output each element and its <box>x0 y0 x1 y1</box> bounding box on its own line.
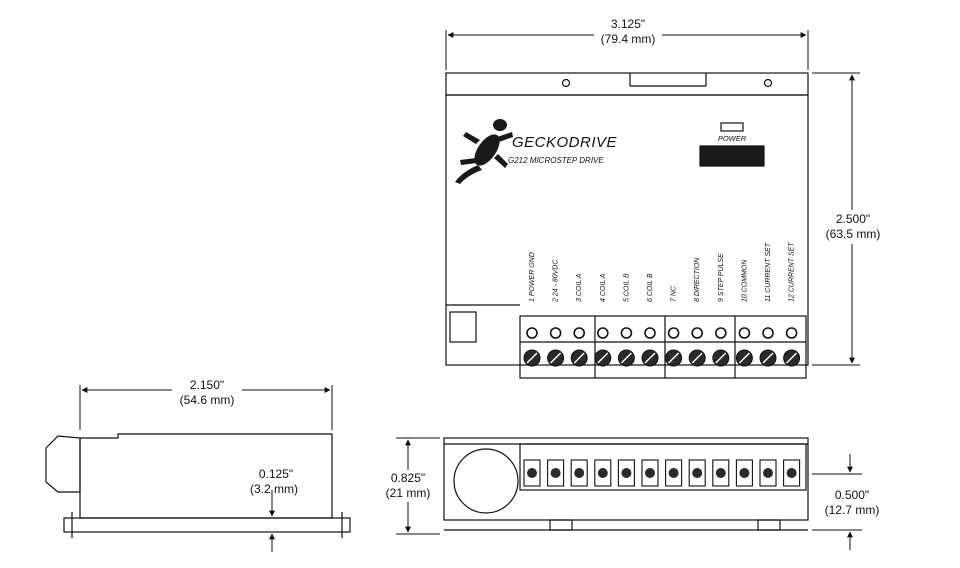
power-label: POWER <box>718 134 747 143</box>
screw-slot <box>644 352 656 364</box>
terminal-label: 7 NC <box>671 285 678 302</box>
front-terminal-slot <box>665 459 683 487</box>
terminal-label: 9 STEP PULSE <box>718 253 725 302</box>
side-base-plate <box>63 517 351 533</box>
front-view <box>443 437 809 531</box>
terminal-screw-icon <box>715 468 726 478</box>
terminal-screw-icon <box>573 327 586 339</box>
terminal-label: 10 COMMON <box>741 259 748 302</box>
model-name: G212 MICROSTEP DRIVE <box>508 156 604 165</box>
width-mm: (79.4 mm) <box>601 32 656 46</box>
terminal-label: 4 COIL A <box>600 273 607 302</box>
front-height-inches: 0.825" <box>391 471 425 485</box>
side-length-mm: (54.6 mm) <box>180 393 235 407</box>
terminal-height-mm: (12.7 mm) <box>825 503 880 517</box>
terminal-screw-icon <box>786 468 797 478</box>
screw-slot <box>691 352 703 364</box>
terminal-screw-icon <box>596 327 609 339</box>
front-terminal-slot <box>523 459 541 487</box>
terminal-screw-icon <box>645 468 655 478</box>
drive-body <box>445 94 809 366</box>
screw-slot <box>620 352 632 364</box>
screw-slot <box>668 352 680 364</box>
terminal-screw-icon <box>763 468 773 478</box>
terminal-screw-icon <box>549 327 562 339</box>
front-terminal-slot <box>570 459 588 487</box>
front-terminal-slot <box>617 459 635 487</box>
terminal-screw-icon <box>526 327 538 339</box>
screw-slot <box>573 352 585 364</box>
terminal-screw-icon <box>550 468 561 478</box>
screw-slot <box>738 352 750 364</box>
power-led-window <box>699 145 765 167</box>
screw-slot <box>550 352 562 364</box>
width-inches: 3.125" <box>611 17 645 31</box>
front-terminal-block <box>519 443 807 491</box>
base-thickness-inches: 0.125" <box>259 467 293 481</box>
screw-slot <box>786 352 798 364</box>
front-terminal-slot <box>547 459 565 487</box>
terminal-screw-icon <box>714 327 727 339</box>
terminal-screw-icon <box>597 468 608 478</box>
terminal-screw-icon <box>574 468 585 478</box>
terminal-label: 8 DIRECTION <box>694 257 701 302</box>
side-body <box>79 433 333 519</box>
terminal-screw-icon <box>738 327 751 339</box>
height-mm: (63.5 mm) <box>826 227 881 241</box>
front-terminal-slot <box>712 459 730 487</box>
terminal-screw-icon <box>691 327 704 339</box>
front-terminal-slot <box>641 459 659 487</box>
terminal-label: 2 24 - 80VDC <box>553 259 560 303</box>
terminal-height-inches: 0.500" <box>835 488 869 502</box>
front-terminal-slot <box>759 459 777 487</box>
screw-slot <box>762 352 774 364</box>
gecko-logo-icon <box>455 119 513 184</box>
front-terminal-slot <box>783 459 801 487</box>
front-body <box>443 437 809 521</box>
terminal-screw-icon <box>762 327 774 339</box>
terminal-screw-icon <box>739 468 750 478</box>
screw-slot <box>597 352 609 364</box>
power-led-icon <box>720 122 744 132</box>
front-terminal-slot <box>735 459 753 487</box>
terminal-screw-icon <box>644 327 656 339</box>
terminal-label: 6 COIL B <box>647 273 654 302</box>
front-capacitor <box>453 448 519 514</box>
side-length-inches: 2.150" <box>190 378 224 392</box>
terminal-screw-icon <box>692 468 703 478</box>
terminal-screw-icon <box>621 468 632 478</box>
mounting-flange <box>445 72 809 96</box>
front-terminal-slot <box>688 459 706 487</box>
front-terminal-slot <box>594 459 612 487</box>
brand-name: GECKODRIVE <box>512 134 618 151</box>
screw-slot <box>526 352 538 364</box>
front-terminal-screws <box>523 459 801 487</box>
front-height-mm: (21 mm) <box>386 486 431 500</box>
terminal-labels: 1 POWER GND 2 24 - 80VDC 3 COIL A 4 COIL A 5… <box>529 242 796 303</box>
terminal-block <box>519 315 807 379</box>
top-view <box>445 72 809 379</box>
height-inches: 2.500" <box>836 212 870 226</box>
terminal-label: 1 POWER GND <box>529 252 536 302</box>
terminal-screws <box>523 327 801 367</box>
terminal-label: 11 CURRENT SET <box>765 242 772 302</box>
side-connector <box>45 435 81 493</box>
terminal-screw-icon <box>667 327 680 339</box>
mount-hole-icon <box>763 78 773 88</box>
screw-slot <box>715 352 727 364</box>
terminal-screw-icon <box>785 327 798 339</box>
terminal-label: 12 CURRENT SET <box>789 242 796 302</box>
mount-hole-icon <box>561 78 571 88</box>
base-thickness-mm: (3.2 mm) <box>250 482 298 496</box>
terminal-screw-icon <box>527 468 537 478</box>
terminal-label: 5 COIL B <box>623 273 630 302</box>
terminal-screw-icon <box>620 327 633 339</box>
terminal-screw-icon <box>668 468 679 478</box>
side-view <box>45 433 351 538</box>
terminal-label: 3 COIL A <box>576 273 583 302</box>
